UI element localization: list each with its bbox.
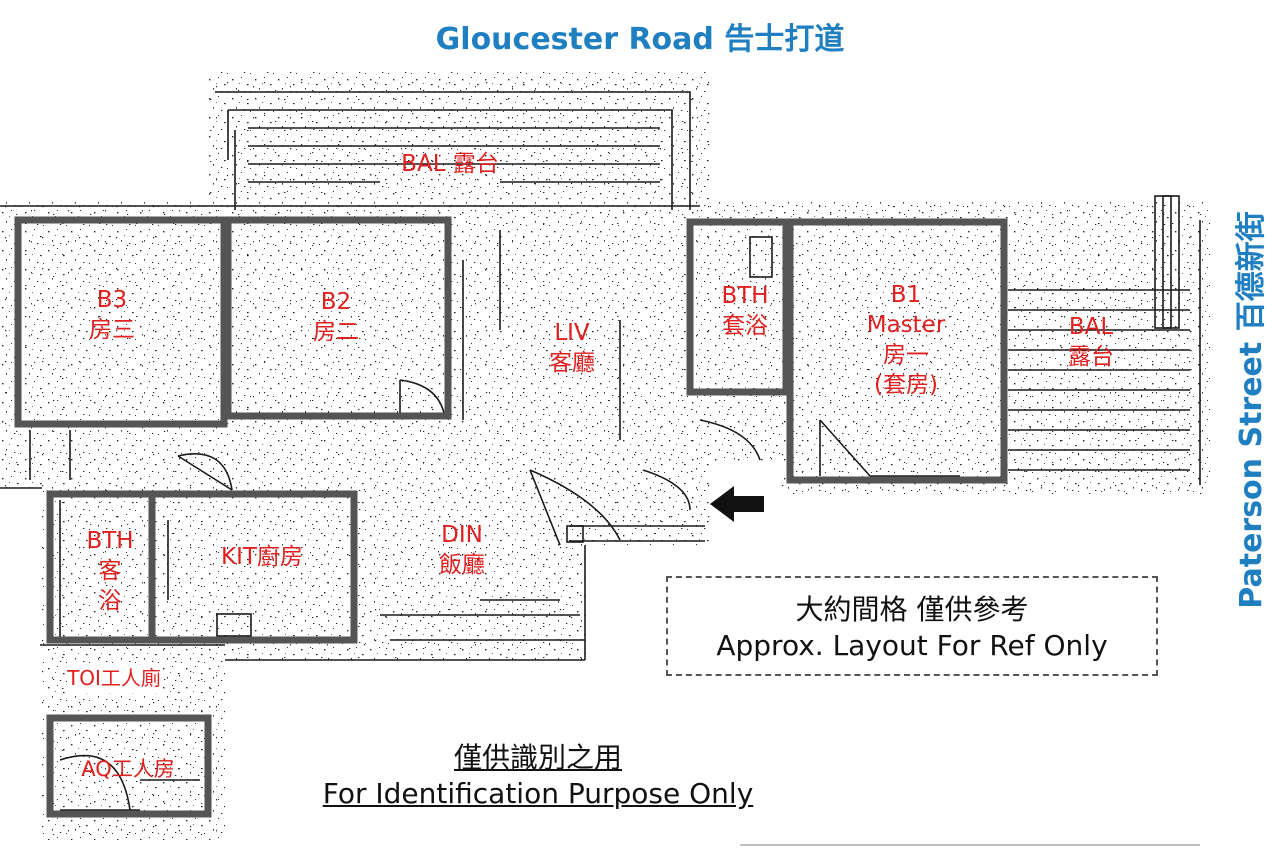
room-label-line: LIV xyxy=(554,320,590,346)
room-label-line: 客廳 xyxy=(549,350,595,376)
room-label-line: B2 xyxy=(320,289,352,315)
room-label-line: BAL 露台 xyxy=(401,151,499,177)
room-label-line: Master xyxy=(866,312,946,338)
room-label-line: (套房) xyxy=(874,372,938,398)
room-label-b1-master: B1 Master 房一 (套房) xyxy=(867,280,946,400)
entrance-arrow-icon xyxy=(710,486,764,522)
approx-layout-disclaimer: 大約間格 僅供參考 Approx. Layout For Ref Only xyxy=(666,576,1158,676)
room-label-line: B3 xyxy=(96,287,128,313)
room-walls xyxy=(14,216,1008,818)
identification-line-english: For Identification Purpose Only xyxy=(322,777,754,810)
room-label-line: BTH xyxy=(721,283,769,309)
disclaimer-line-chinese: 大約間格 僅供參考 xyxy=(795,593,1029,626)
identification-line-chinese: 僅供識別之用 xyxy=(453,741,623,774)
room-label-line: KIT廚房 xyxy=(221,544,303,570)
room-label-line: TOI工人廁 xyxy=(67,666,161,690)
room-label-line: 房三 xyxy=(89,317,135,343)
room-label-line: 套浴 xyxy=(722,313,768,339)
room-label-line: BAL xyxy=(1068,314,1114,340)
room-label-b2: B2 房二 xyxy=(313,287,359,347)
identification-note: 僅供識別之用 For Identification Purpose Only xyxy=(323,740,754,812)
room-label-dining: DIN 飯廳 xyxy=(439,520,485,580)
room-label-bathroom-suite: BTH 套浴 xyxy=(721,281,768,341)
room-label-balcony-right: BAL 露台 xyxy=(1068,312,1114,372)
room-label-toilet: TOI工人廁 xyxy=(67,663,161,693)
room-label-line: 房二 xyxy=(313,319,359,345)
scan-texture xyxy=(0,72,1210,840)
room-label-living: LIV 客廳 xyxy=(549,318,595,378)
room-label-line: 客 xyxy=(98,558,122,584)
room-label-line: 露台 xyxy=(1068,344,1114,370)
room-label-bathroom-guest: BTH 客 浴 xyxy=(86,526,133,616)
disclaimer-line-english: Approx. Layout For Ref Only xyxy=(716,629,1108,662)
room-label-line: 飯廳 xyxy=(439,552,485,578)
room-label-line: BTH xyxy=(86,528,134,554)
room-label-amah-quarter: AQ工人房 xyxy=(81,754,175,784)
room-label-line: 浴 xyxy=(98,588,122,614)
room-label-b3: B3 房三 xyxy=(89,285,135,345)
scan-lines xyxy=(0,91,1201,811)
room-label-line: B1 xyxy=(890,282,922,308)
road-label-paterson: Paterson Street 百德新街 xyxy=(1234,211,1269,609)
road-label-gloucester: Gloucester Road 告士打道 xyxy=(435,22,845,57)
room-label-line: DIN xyxy=(441,522,483,548)
room-label-balcony-top: BAL 露台 xyxy=(401,149,499,179)
room-label-line: AQ工人房 xyxy=(81,757,175,781)
room-label-line: 房一 xyxy=(882,342,929,368)
room-label-kitchen: KIT廚房 xyxy=(221,542,303,572)
